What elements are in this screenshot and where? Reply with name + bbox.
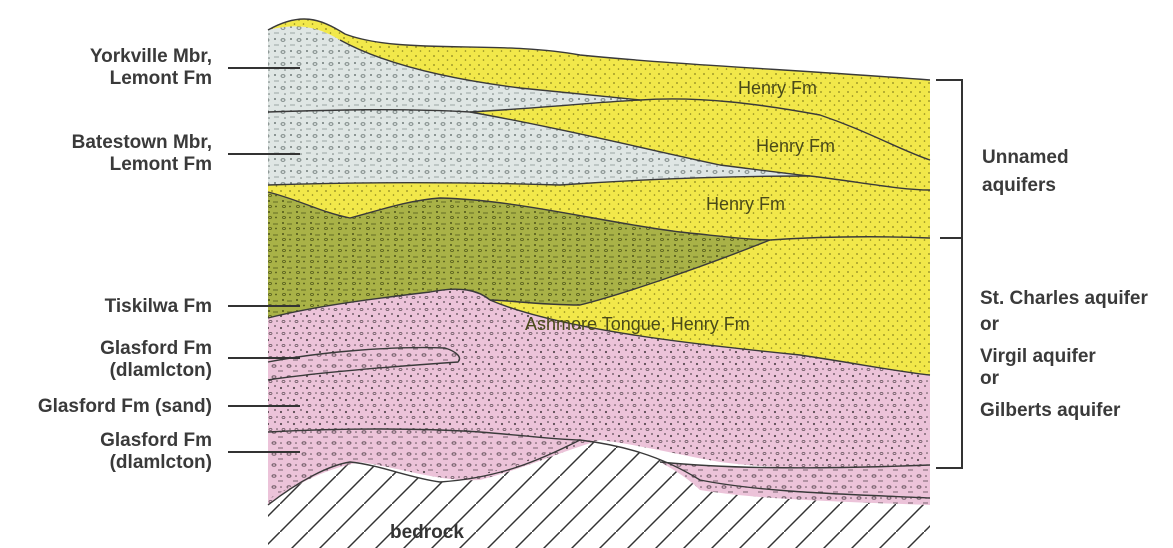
glasford-diamicton-upper-label-line1: Glasford Fm <box>100 338 212 359</box>
right-labels: Unnamed aquifers St. Charles aquifer or … <box>936 80 1148 468</box>
tiskilwa-label: Tiskilwa Fm <box>105 296 212 317</box>
yorkville-label-line1: Yorkville Mbr, <box>90 46 212 67</box>
ashmore-tongue-label: Ashmore Tongue, Henry Fm <box>525 314 750 334</box>
unnamed-aquifers-line2: aquifers <box>982 175 1056 196</box>
left-labels: Yorkville Mbr, Lemont Fm Batestown Mbr, … <box>38 46 300 473</box>
unnamed-aquifers-bracket <box>936 80 962 238</box>
henry-fm-label-2: Henry Fm <box>756 136 835 156</box>
glasford-sand-label: Glasford Fm (sand) <box>38 396 212 417</box>
unnamed-aquifers-line1: Unnamed <box>982 147 1069 168</box>
or-label-2: or <box>980 368 1000 389</box>
bedrock-label: bedrock <box>390 522 464 543</box>
gilberts-aquifer-label: Gilberts aquifer <box>980 400 1121 421</box>
batestown-label-line2: Lemont Fm <box>110 154 212 175</box>
or-label-1: or <box>980 314 1000 335</box>
henry-fm-label-3: Henry Fm <box>706 194 785 214</box>
virgil-aquifer-label: Virgil aquifer <box>980 346 1096 367</box>
batestown-label-line1: Batestown Mbr, <box>72 132 212 153</box>
glasford-diamicton-upper-label-line2: (dlamlcton) <box>110 360 212 381</box>
glasford-diamicton-lower-label-line2: (dlamlcton) <box>110 452 212 473</box>
glasford-diamicton-lower-label-line1: Glasford Fm <box>100 430 212 451</box>
henry-fm-label-1: Henry Fm <box>738 78 817 98</box>
yorkville-label-line2: Lemont Fm <box>110 68 212 89</box>
lower-aquifers-bracket <box>936 238 962 468</box>
st-charles-aquifer-label: St. Charles aquifer <box>980 288 1148 309</box>
